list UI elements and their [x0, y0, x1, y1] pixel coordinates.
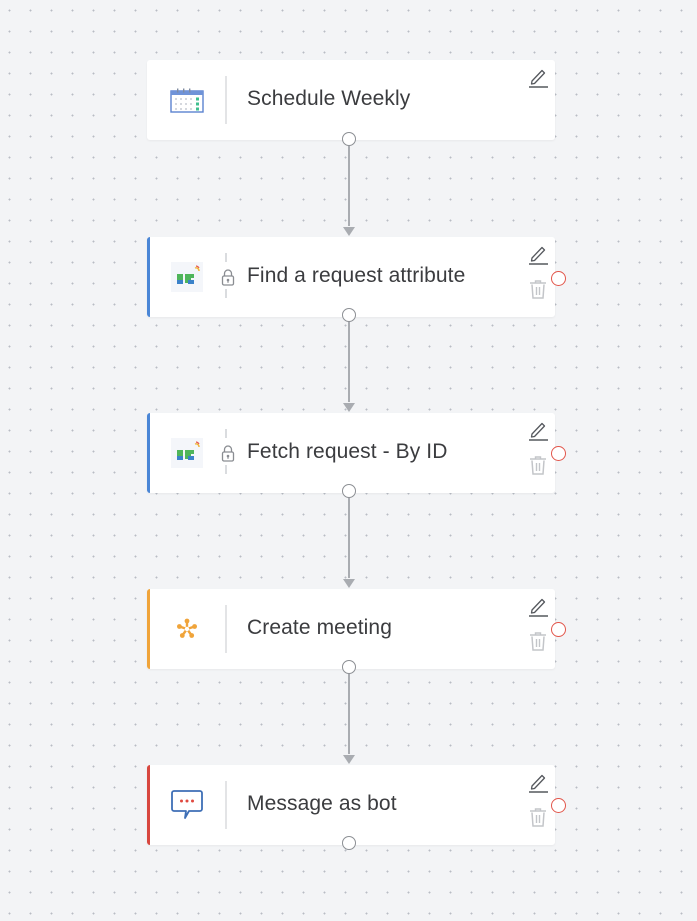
servicedesk-icon: [165, 259, 209, 295]
calendar-icon: [165, 82, 209, 118]
arrow-down-icon: [343, 227, 355, 236]
arrow-down-icon: [343, 579, 355, 588]
error-port[interactable]: [551, 271, 566, 286]
error-port[interactable]: [551, 622, 566, 637]
edit-button[interactable]: [527, 243, 549, 265]
node-title: Create meeting: [247, 616, 392, 639]
divider: [225, 76, 227, 124]
output-port[interactable]: [342, 660, 356, 674]
output-port[interactable]: [342, 308, 356, 322]
error-port[interactable]: [551, 798, 566, 813]
trash-icon: [530, 808, 546, 827]
node-create-meeting[interactable]: Create meeting: [147, 589, 555, 669]
node-find-request-attribute[interactable]: Find a request attribute: [147, 237, 555, 317]
lock-icon: [219, 442, 237, 464]
edit-button[interactable]: [527, 66, 549, 88]
pencil-icon: [529, 69, 548, 88]
error-port[interactable]: [551, 446, 566, 461]
node-fetch-request-by-id[interactable]: Fetch request - By ID: [147, 413, 555, 493]
pencil-icon: [529, 774, 548, 793]
connector-line: [348, 146, 350, 226]
edit-button[interactable]: [527, 595, 549, 617]
edit-button[interactable]: [527, 771, 549, 793]
delete-button[interactable]: [529, 807, 547, 827]
chat-bot-icon: [165, 787, 209, 823]
trash-icon: [530, 280, 546, 299]
lock-icon: [219, 266, 237, 288]
delete-button[interactable]: [529, 455, 547, 475]
trash-icon: [530, 632, 546, 651]
node-title: Find a request attribute: [247, 264, 466, 287]
delete-button[interactable]: [529, 631, 547, 651]
delete-button[interactable]: [529, 279, 547, 299]
node-title: Fetch request - By ID: [247, 440, 448, 463]
trash-icon: [530, 456, 546, 475]
connector-line: [348, 498, 350, 578]
node-message-as-bot[interactable]: Message as bot: [147, 765, 555, 845]
edit-button[interactable]: [527, 419, 549, 441]
output-port[interactable]: [342, 836, 356, 850]
arrow-down-icon: [343, 755, 355, 764]
divider: [225, 781, 227, 829]
arrow-down-icon: [343, 403, 355, 412]
node-title: Message as bot: [247, 792, 397, 815]
servicedesk-icon: [165, 435, 209, 471]
output-port[interactable]: [342, 132, 356, 146]
pencil-icon: [529, 422, 548, 441]
pencil-icon: [529, 598, 548, 617]
output-port[interactable]: [342, 484, 356, 498]
meeting-icon: [165, 611, 209, 647]
node-schedule-weekly[interactable]: Schedule Weekly: [147, 60, 555, 140]
node-title: Schedule Weekly: [247, 87, 411, 110]
connector-line: [348, 322, 350, 402]
connector-line: [348, 674, 350, 754]
pencil-icon: [529, 246, 548, 265]
divider: [225, 605, 227, 653]
